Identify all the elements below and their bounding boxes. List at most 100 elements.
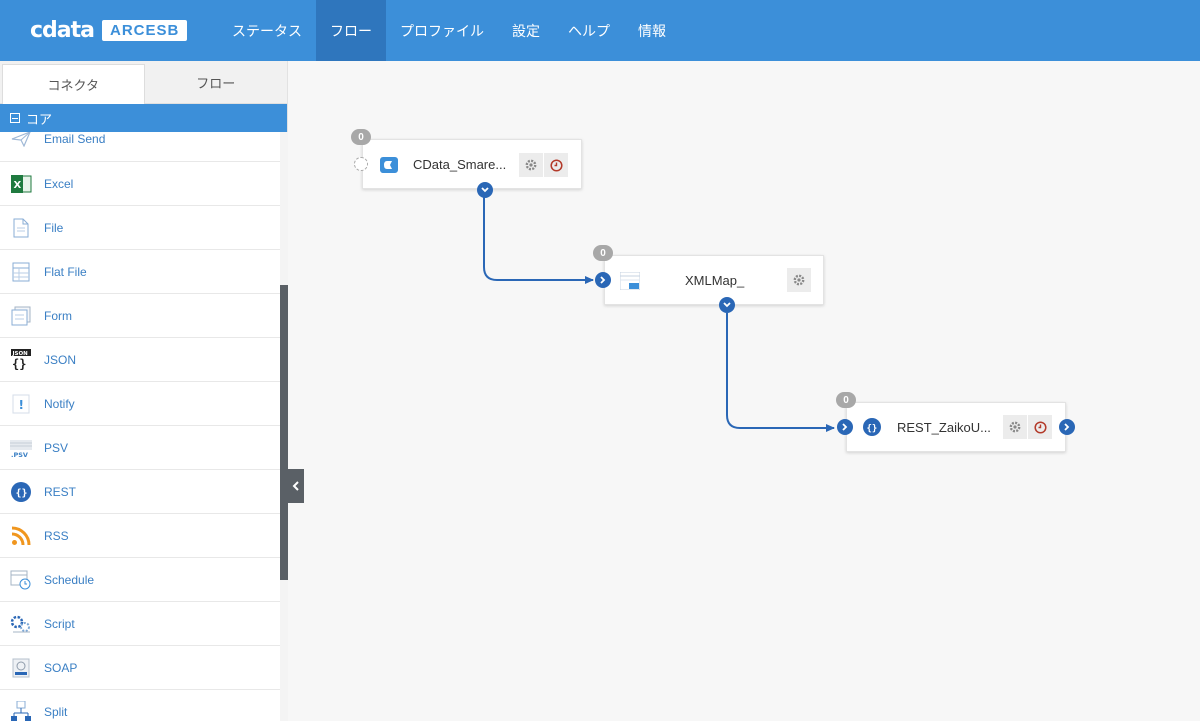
sidebar-scrollbar-thumb[interactable] (280, 285, 288, 580)
nav-info[interactable]: 情報 (638, 22, 666, 39)
connector-label: JSON (44, 352, 77, 367)
connection-cdata-to-xmlmap[interactable] (483, 197, 594, 284)
connector-label: Notify (44, 396, 75, 411)
notify-icon: ! (10, 393, 32, 415)
svg-text:.PSV: .PSV (11, 451, 28, 458)
connector-soap[interactable]: SOAP (0, 646, 280, 690)
node-input-port[interactable] (837, 419, 853, 435)
chevron-right-icon (842, 423, 848, 431)
paper-plane-icon (10, 132, 32, 150)
connector-psv[interactable]: .PSV PSV (0, 426, 280, 470)
svg-text:JSON: JSON (12, 351, 29, 357)
sidebar-tabs: コネクタ フロー (0, 61, 287, 104)
connector-label: REST (44, 484, 77, 499)
connector-excel[interactable]: X Excel (0, 162, 280, 206)
connector-label: Split (44, 704, 68, 719)
rest-icon: {} (862, 417, 882, 442)
connector-form[interactable]: Form (0, 294, 280, 338)
gear-icon (525, 159, 537, 171)
node-output-port[interactable] (1059, 419, 1075, 435)
connector-sidebar: コネクタ フロー コア Email Send X Excel File (0, 61, 288, 721)
node-output-port[interactable] (477, 182, 493, 198)
svg-text:{}: {} (867, 424, 878, 434)
json-icon: JSON{} (10, 348, 32, 371)
script-icon (10, 613, 32, 635)
tab-connectors[interactable]: コネクタ (2, 64, 145, 104)
connector-label: Script (44, 616, 75, 631)
connector-split[interactable]: Split (0, 690, 280, 721)
section-core-header[interactable]: コア (0, 104, 287, 132)
flat-file-icon (10, 261, 32, 283)
nav-status[interactable]: ステータス (232, 22, 302, 39)
node-label: REST_ZaikoU... (897, 420, 991, 435)
svg-text:!: ! (19, 398, 24, 412)
form-icon (10, 305, 32, 327)
clock-icon (1033, 420, 1047, 434)
connector-json[interactable]: JSON{} JSON (0, 338, 280, 382)
soap-icon (10, 657, 32, 679)
node-input-port[interactable] (595, 272, 611, 288)
split-icon (10, 700, 32, 721)
connector-label: RSS (44, 528, 69, 543)
connector-email-send[interactable]: Email Send (0, 132, 280, 162)
clock-icon (549, 158, 563, 172)
nav-settings[interactable]: 設定 (512, 22, 540, 39)
cdata-icon (380, 157, 398, 178)
svg-text:{}: {} (16, 488, 28, 499)
sidebar-collapse-button[interactable] (288, 469, 304, 503)
connector-rss[interactable]: RSS (0, 514, 280, 558)
svg-text:{}: {} (12, 357, 26, 371)
rest-icon: {} (10, 481, 32, 503)
flow-node-cdata[interactable]: CData_Smare... (362, 139, 582, 189)
connector-list: Email Send X Excel File Flat File Form (0, 132, 280, 721)
node-output-port[interactable] (719, 297, 735, 313)
connection-xmlmap-to-rest[interactable] (726, 313, 835, 432)
logo[interactable]: cdata ARCESB (30, 18, 188, 43)
gear-icon (793, 274, 805, 286)
node-settings-button[interactable] (787, 268, 811, 292)
flow-node-xmlmap[interactable]: XMLMap_ (604, 255, 824, 305)
node-settings-button[interactable] (1003, 415, 1027, 439)
collapse-minus-icon (10, 113, 20, 123)
chevron-right-icon (1064, 423, 1070, 431)
nav-profile[interactable]: プロファイル (400, 22, 484, 39)
tab-flows[interactable]: フロー (196, 76, 236, 91)
connector-rest[interactable]: {} REST (0, 470, 280, 514)
connector-schedule[interactable]: Schedule (0, 558, 280, 602)
connector-label: File (44, 220, 64, 235)
connector-flat-file[interactable]: Flat File (0, 250, 280, 294)
nav-help[interactable]: ヘルプ (568, 22, 610, 39)
chevron-right-icon (600, 276, 606, 284)
top-navbar: cdata ARCESB ステータス フロー プロファイル 設定 ヘルプ 情報 (0, 0, 1200, 61)
connector-label: Flat File (44, 264, 87, 279)
node-message-count-badge[interactable]: 0 (593, 245, 613, 261)
schedule-icon (10, 569, 32, 591)
connector-label: Form (44, 308, 72, 323)
node-input-port-empty[interactable] (354, 157, 368, 171)
chevron-down-icon (723, 302, 731, 308)
connector-label: PSV (44, 440, 69, 455)
xmlmap-icon (619, 271, 641, 295)
node-message-count-badge[interactable]: 0 (836, 392, 856, 408)
connector-file[interactable]: File (0, 206, 280, 250)
logo-product-name: ARCESB (102, 19, 188, 41)
psv-icon: .PSV (10, 437, 32, 459)
connector-label: SOAP (44, 660, 78, 675)
flow-canvas[interactable] (288, 61, 1200, 721)
connector-label: Email Send (44, 132, 106, 146)
node-schedule-button[interactable] (544, 153, 568, 177)
nav-flow[interactable]: フロー (316, 0, 386, 61)
gear-icon (1009, 421, 1021, 433)
node-settings-button[interactable] (519, 153, 543, 177)
connector-notify[interactable]: ! Notify (0, 382, 280, 426)
connector-script[interactable]: Script (0, 602, 280, 646)
flow-node-rest[interactable]: {} REST_ZaikoU... (846, 402, 1066, 452)
node-schedule-button[interactable] (1028, 415, 1052, 439)
svg-text:X: X (14, 180, 22, 191)
node-message-count-badge[interactable]: 0 (351, 129, 371, 145)
node-label: XMLMap_ (685, 273, 745, 288)
section-core-label: コア (26, 111, 53, 127)
excel-icon: X (10, 173, 32, 195)
node-label: CData_Smare... (413, 157, 507, 172)
connector-label: Excel (44, 176, 74, 191)
